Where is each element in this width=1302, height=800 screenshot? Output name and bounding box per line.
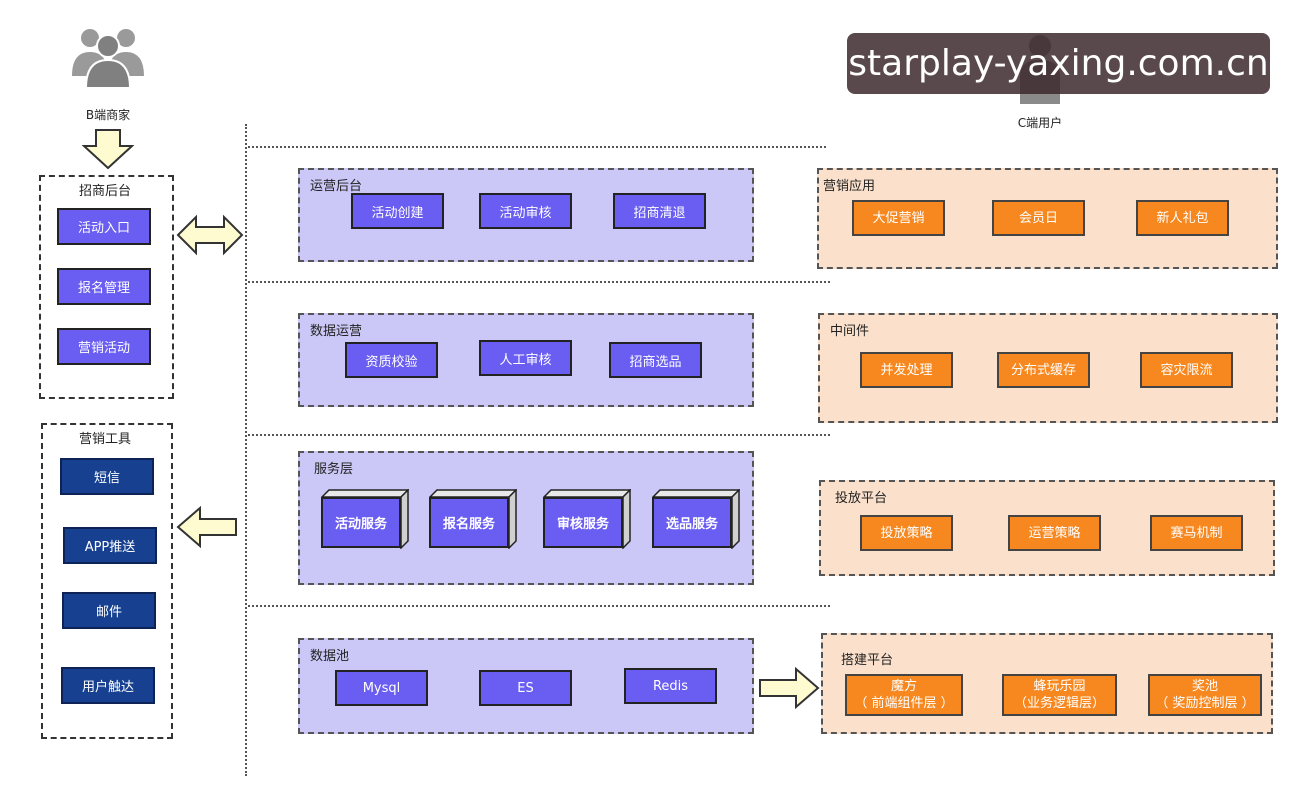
recruit-selection-button[interactable]: 招商选品 — [609, 342, 702, 378]
magic-cube-sub: （ 前端组件层 ） — [854, 696, 954, 711]
registration-mgmt-button[interactable]: 报名管理 — [57, 268, 151, 305]
recruit-clear-button[interactable]: 招商清退 — [613, 193, 706, 229]
review-service-label: 审核服务 — [543, 497, 623, 548]
recruit-backend-panel: 招商后台 — [39, 175, 174, 399]
ops-strategy-button[interactable]: 运营策略 — [1008, 515, 1101, 551]
activity-service-cube[interactable]: 活动服务 — [321, 489, 409, 549]
activity-entry-button[interactable]: 活动入口 — [57, 208, 151, 245]
bee-park-label: 蜂玩乐园 — [1033, 679, 1086, 694]
ops-backend-title: 运营后台 — [310, 179, 363, 194]
prize-pool-label: 奖池 — [1191, 679, 1218, 694]
arrow-left-icon — [176, 505, 238, 549]
big-promo-button[interactable]: 大促营销 — [852, 200, 945, 236]
activity-create-button[interactable]: 活动创建 — [351, 193, 444, 229]
divider-row-2 — [248, 281, 830, 283]
marketing-tools-title: 营销工具 — [79, 432, 132, 447]
mysql-button[interactable]: Mysql — [335, 670, 428, 706]
manual-review-button[interactable]: 人工审核 — [479, 340, 572, 376]
marketing-tools-panel: 营销工具 — [41, 423, 173, 739]
double-arrow-icon — [176, 214, 244, 256]
delivery-platform-title: 投放平台 — [835, 491, 888, 506]
middleware-title: 中间件 — [830, 324, 870, 339]
divider-row-1 — [248, 146, 826, 148]
app-push-button[interactable]: APP推送 — [63, 527, 157, 564]
arrow-right-icon — [758, 666, 820, 710]
magic-cube-button[interactable]: 魔方 （ 前端组件层 ） — [845, 674, 963, 716]
arrow-down-icon — [81, 128, 135, 170]
horse-race-button[interactable]: 赛马机制 — [1150, 515, 1243, 551]
redis-button[interactable]: Redis — [624, 668, 717, 704]
marketing-activity-button[interactable]: 营销活动 — [57, 328, 151, 365]
bee-park-button[interactable]: 蜂玩乐园 （业务逻辑层） — [1002, 674, 1117, 716]
selection-service-cube[interactable]: 选品服务 — [652, 489, 740, 549]
registration-service-label: 报名服务 — [429, 497, 509, 548]
magic-cube-label: 魔方 — [890, 679, 917, 694]
selection-service-label: 选品服务 — [652, 497, 732, 548]
sms-button[interactable]: 短信 — [60, 458, 154, 495]
service-layer-title: 服务层 — [314, 462, 354, 477]
recruit-backend-title: 招商后台 — [79, 184, 132, 199]
marketing-apps-title: 营销应用 — [823, 179, 876, 194]
delivery-strategy-button[interactable]: 投放策略 — [860, 515, 953, 551]
email-button[interactable]: 邮件 — [62, 592, 156, 629]
user-reach-button[interactable]: 用户触达 — [61, 667, 155, 704]
data-ops-title: 数据运营 — [310, 324, 363, 339]
disaster-throttle-button[interactable]: 容灾限流 — [1140, 352, 1233, 388]
distributed-cache-button[interactable]: 分布式缓存 — [997, 352, 1090, 388]
activity-review-button[interactable]: 活动审核 — [479, 193, 572, 229]
data-pool-title: 数据池 — [310, 649, 350, 664]
build-platform-title: 搭建平台 — [841, 653, 894, 668]
newcomer-gift-button[interactable]: 新人礼包 — [1136, 200, 1229, 236]
divider-row-4 — [248, 605, 830, 607]
prize-pool-button[interactable]: 奖池 （ 奖励控制层 ） — [1148, 674, 1262, 716]
bee-park-sub: （业务逻辑层） — [1013, 696, 1105, 711]
watermark: starplay-yaxing.com.cn — [847, 33, 1270, 94]
qualification-check-button[interactable]: 资质校验 — [345, 342, 438, 378]
member-day-button[interactable]: 会员日 — [992, 200, 1085, 236]
review-service-cube[interactable]: 审核服务 — [543, 489, 631, 549]
b-merchant-label: B端商家 — [85, 108, 131, 122]
b-merchant-icon — [68, 24, 148, 90]
concurrency-button[interactable]: 并发处理 — [860, 352, 953, 388]
divider-row-3 — [248, 434, 830, 436]
divider-vertical — [245, 124, 247, 776]
registration-service-cube[interactable]: 报名服务 — [429, 489, 517, 549]
prize-pool-sub: （ 奖励控制层 ） — [1155, 696, 1255, 711]
activity-service-label: 活动服务 — [321, 497, 401, 548]
es-button[interactable]: ES — [479, 670, 572, 706]
c-user-label: C端用户 — [1017, 116, 1063, 130]
